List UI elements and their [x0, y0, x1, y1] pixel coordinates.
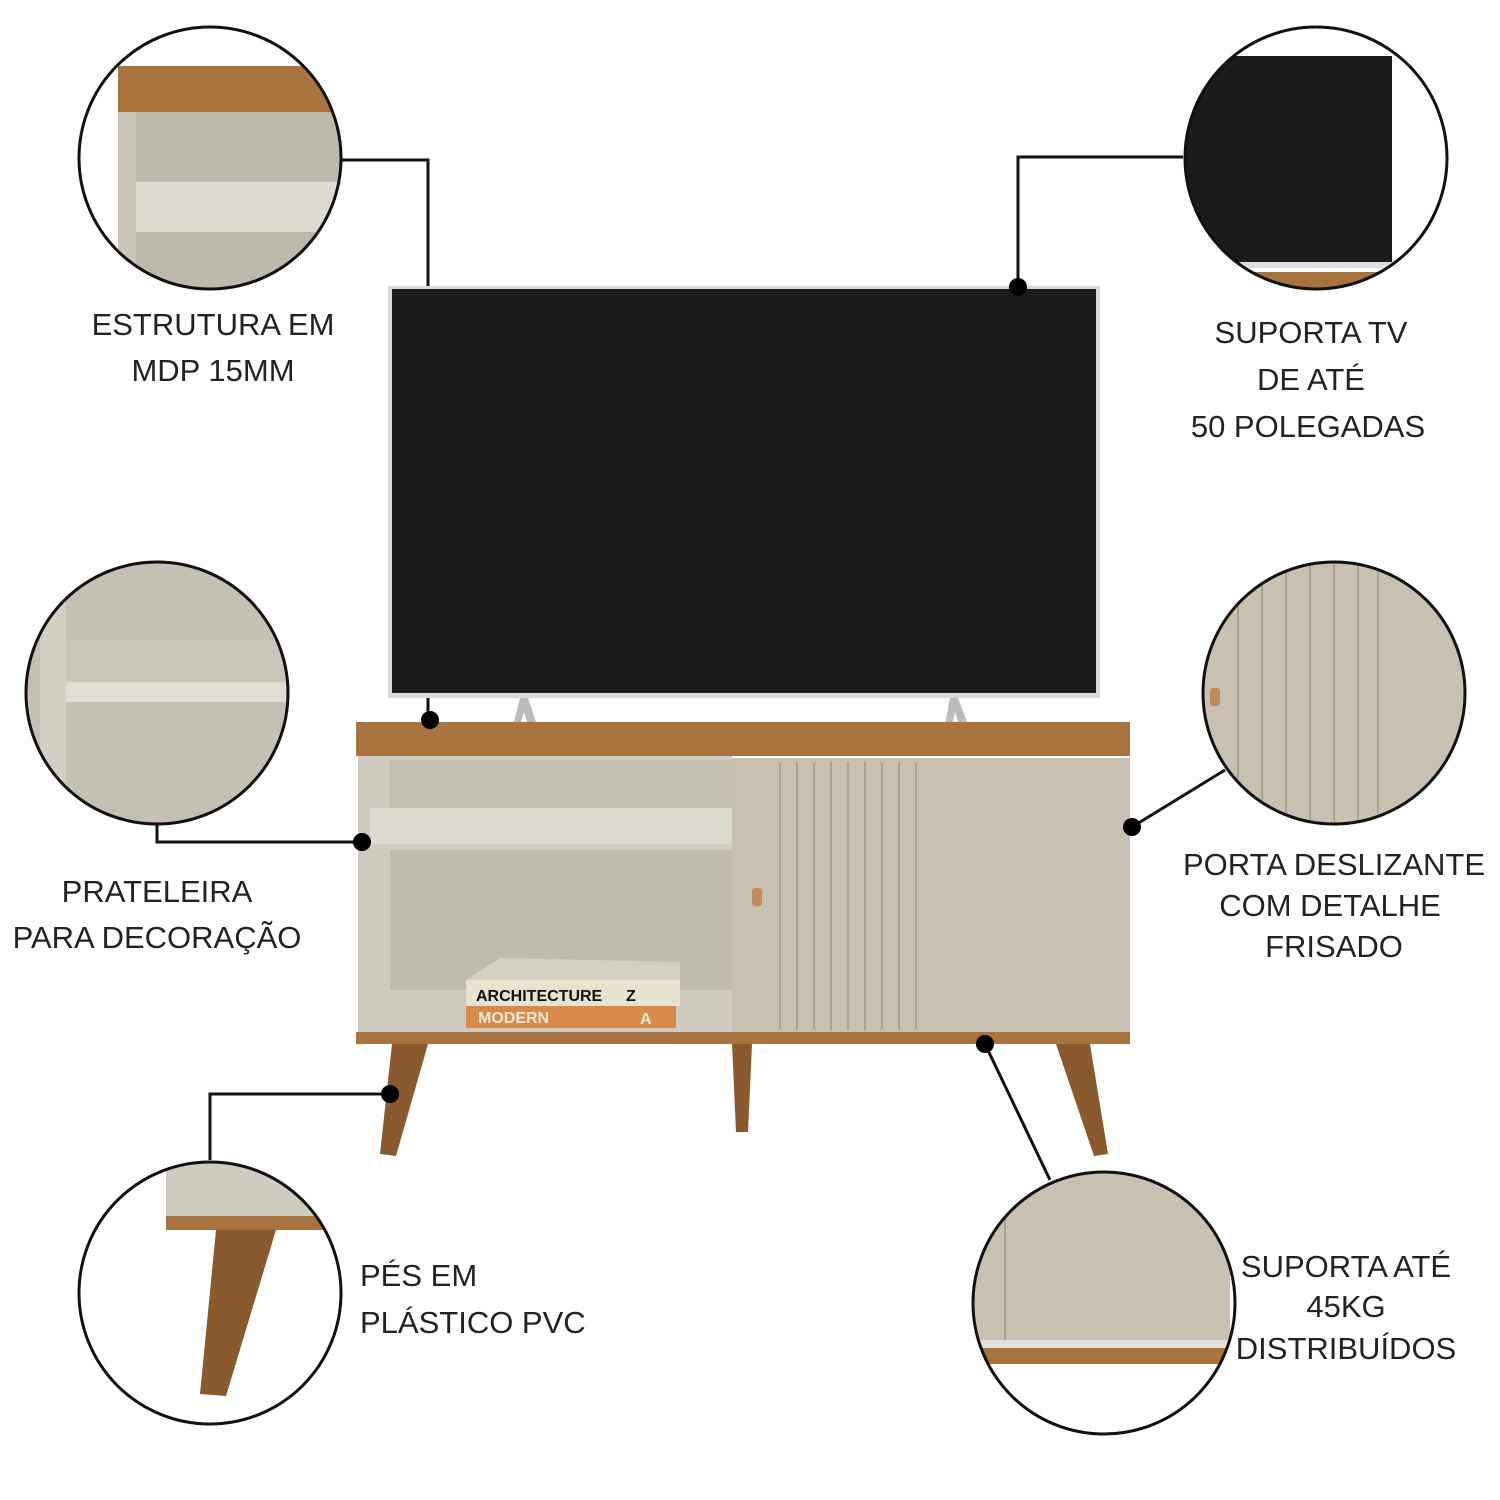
sliding-door	[732, 758, 1130, 1032]
label-line: SUPORTA ATÉ	[1241, 1249, 1451, 1284]
label-line: MDP 15MM	[131, 353, 294, 388]
callout-shelf: PRATELEIRA PARA DECORAÇÃO	[13, 874, 302, 955]
door-handle	[752, 888, 762, 906]
callout-structure: ESTRUTURA EM MDP 15MM	[92, 307, 335, 388]
label-line: DISTRIBUÍDOS	[1236, 1331, 1456, 1366]
label-line: SUPORTA TV	[1215, 315, 1408, 350]
callout-tv: SUPORTA TV DE ATÉ 50 POLEGADAS	[1191, 315, 1425, 444]
detail-door	[1204, 563, 1464, 823]
book-letter-top: Z	[626, 988, 636, 1005]
label-line: PORTA DESLIZANTE	[1183, 847, 1485, 882]
shelf	[370, 808, 732, 844]
book-letter-bottom: A	[640, 1011, 652, 1028]
label-line: ESTRUTURA EM	[92, 307, 335, 342]
label-line: FRISADO	[1265, 929, 1403, 964]
tv-rack: ARCHITECTURE Z MODERN A	[356, 722, 1130, 1156]
callout-door: PORTA DESLIZANTE COM DETALHE FRISADO	[1183, 847, 1485, 964]
callout-feet: PÉS EM PLÁSTICO PVC	[360, 1258, 586, 1340]
label-line: PLÁSTICO PVC	[360, 1305, 586, 1340]
detail-load	[974, 1173, 1234, 1433]
base-panel	[356, 1032, 1130, 1044]
label-line: PRATELEIRA	[62, 874, 253, 909]
label-line: 50 POLEGADAS	[1191, 409, 1425, 444]
book-title-bottom: MODERN	[478, 1010, 549, 1027]
books: ARCHITECTURE Z MODERN A	[466, 958, 680, 1028]
feet	[380, 1044, 1108, 1156]
book-title-top: ARCHITECTURE	[476, 988, 603, 1005]
detail-feet	[80, 1163, 340, 1423]
label-line: 45KG	[1306, 1289, 1385, 1324]
detail-tv	[1186, 28, 1446, 288]
label-line: PÉS EM	[360, 1258, 477, 1293]
label-line: COM DETALHE	[1219, 888, 1441, 923]
label-line: PARA DECORAÇÃO	[13, 920, 302, 955]
detail-structure	[80, 28, 340, 288]
callout-dots	[353, 278, 1141, 1103]
television	[388, 286, 1100, 734]
top-panel	[356, 722, 1130, 756]
callout-load: SUPORTA ATÉ 45KG DISTRIBUÍDOS	[1236, 1249, 1456, 1366]
label-line: DE ATÉ	[1257, 362, 1365, 397]
